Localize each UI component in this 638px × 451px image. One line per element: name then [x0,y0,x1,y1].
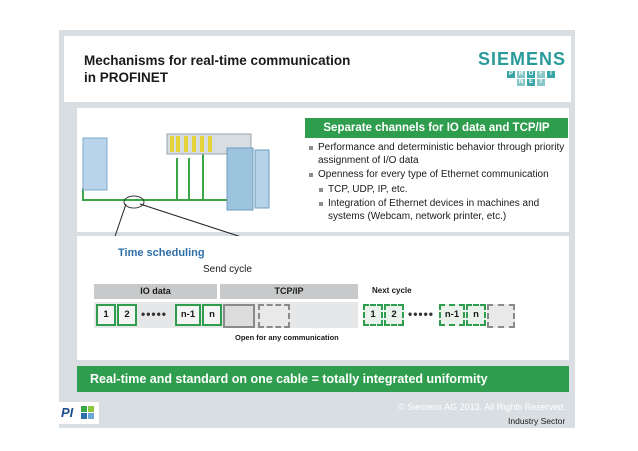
field-device-1 [226,147,254,211]
sub-bullet-item: TCP, UDP, IP, etc. [319,184,567,197]
profinet-letter: F [537,71,545,78]
profinet-letter: O [527,71,535,78]
io-frame: 1 [96,304,116,326]
next-tcp-ip-slot [487,304,515,328]
scheduling-panel: Time scheduling Send cycle IO data TCP/I… [77,236,569,360]
tcp-ip-header: TCP/IP [220,284,358,299]
svg-text:PI: PI [61,405,74,420]
profinet-letter: R [517,71,525,78]
bullet-item: Performance and deterministic behavior t… [309,142,567,167]
next-io-frame: n [466,304,486,326]
slide-title: Mechanisms for real-time communication i… [84,53,351,85]
next-io-frame: n-1 [439,304,465,326]
siemens-logo: SIEMENS [478,49,567,69]
title-panel: Mechanisms for real-time communication i… [64,36,571,102]
tcp-ip-slot [258,304,290,328]
io-frame: n-1 [175,304,201,326]
profinet-letter: N [517,79,525,86]
frame-ellipsis: ••••• [408,307,435,321]
field-device-2 [254,149,270,209]
channels-header: Separate channels for IO data and TCP/IP [305,118,568,138]
io-modules [170,136,212,152]
controller-device [82,137,108,191]
profinet-letter: I [547,71,555,78]
profinet-letter: T [537,79,545,86]
bullet-list: Performance and deterministic behavior t… [309,142,567,225]
network-panel: Separate channels for IO data and TCP/IP… [77,108,569,232]
sub-bullet-item: Integration of Ethernet devices in machi… [319,198,567,223]
copyright-text: © Siemens AG 2013. All Rights Reserved. [398,402,566,412]
time-scheduling-title: Time scheduling [118,247,205,259]
network-diagram [82,133,270,211]
profinet-letter: E [527,79,535,86]
io-frame: n [202,304,222,326]
next-cycle-label: Next cycle [372,286,412,295]
industry-sector-label: Industry Sector [508,416,566,426]
frame-ellipsis: ••••• [141,307,168,321]
tcp-ip-slot [223,304,255,328]
io-data-header: IO data [94,284,217,299]
send-cycle-label: Send cycle [203,264,252,275]
io-frame: 2 [117,304,137,326]
summary-bar: Real-time and standard on one cable = to… [77,366,569,392]
bullet-item: Openness for every type of Ethernet comm… [309,169,567,182]
profinet-logo: P R O F I N E T [498,71,564,89]
pi-logo: PI [59,402,99,424]
profinet-letter: P [507,71,515,78]
next-io-frame: 2 [384,304,404,326]
open-communication-label: Open for any communication [235,333,339,342]
cable-highlight [123,195,145,209]
next-io-frame: 1 [363,304,383,326]
